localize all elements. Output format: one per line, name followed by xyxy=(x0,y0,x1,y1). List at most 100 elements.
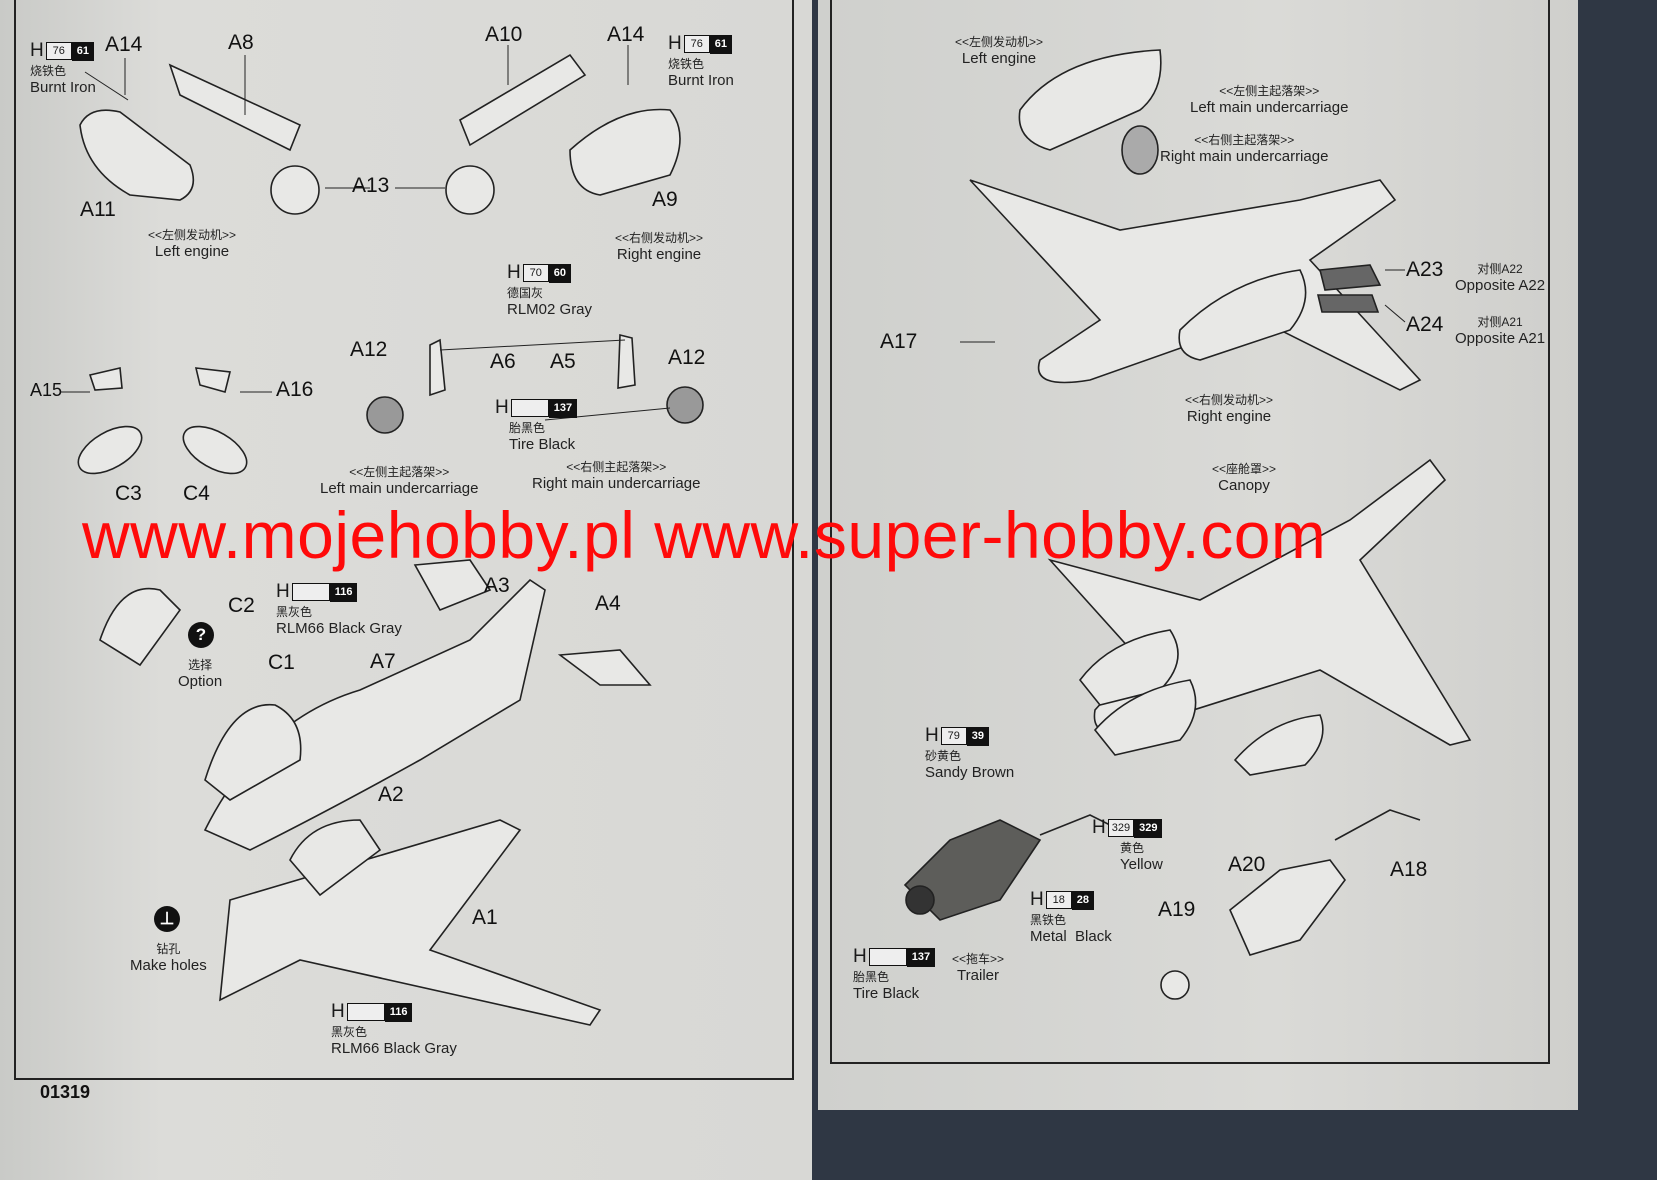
caption-en: Left main undercarriage xyxy=(320,480,479,497)
caption-right-page-right-engine: <<右侧发动机>>Right engine xyxy=(1185,391,1273,425)
lower-engine-1 xyxy=(1078,629,1179,706)
part-label-c2: C2 xyxy=(228,594,255,617)
paint-code-secondary: 116 xyxy=(384,1002,413,1022)
opposite-en: Opposite A22 xyxy=(1455,277,1546,294)
part-label-a7: A7 xyxy=(370,650,396,673)
intake-ring-left xyxy=(270,165,320,215)
trailer-a18 xyxy=(1334,809,1421,841)
caption-cn: <<拖车>> xyxy=(952,952,1005,966)
paint-brand: H xyxy=(507,262,521,283)
paint-name-en: RLM66 Black Gray xyxy=(276,620,402,637)
paint-code-primary xyxy=(510,399,549,417)
part-label-a5: A5 xyxy=(550,350,576,373)
caption-cn: <<左侧主起落架>> xyxy=(349,465,450,479)
caption-cn: <<右侧发动机>> xyxy=(1185,393,1274,407)
part-label-a18: A18 xyxy=(1390,858,1428,881)
paint-code-secondary: 329 xyxy=(1134,818,1163,838)
paint-name-cn: 黑灰色 xyxy=(331,1025,368,1039)
part-label-a4: A4 xyxy=(595,592,621,615)
part-label-a1: A1 xyxy=(472,906,498,929)
caption-cn: <<右侧主起落架>> xyxy=(566,460,667,474)
part-label-a15: A15 xyxy=(30,380,63,400)
left-wheel xyxy=(366,396,404,434)
paint-name-en: Yellow xyxy=(1120,856,1163,873)
hatch-a23 xyxy=(1318,264,1382,291)
part-label-a2: A2 xyxy=(378,783,404,806)
kettenkrad-a19-wheel xyxy=(1160,970,1190,1000)
paint-name-cn: 黑铁色 xyxy=(1030,913,1067,927)
paint-brand: H xyxy=(331,1001,345,1022)
left-page-border xyxy=(14,0,794,1080)
part-label-c4: C4 xyxy=(183,482,210,505)
leader-lines xyxy=(60,45,1406,421)
right-upper-aircraft xyxy=(969,179,1422,391)
paint-brand: H xyxy=(853,946,867,967)
paint-brand: H xyxy=(1092,817,1106,838)
canopy-a2 xyxy=(289,819,382,897)
part-label-c1: C1 xyxy=(268,651,295,674)
part-label-a12: A12 xyxy=(350,338,388,361)
opposite-cn: 对侧A21 xyxy=(1477,315,1523,329)
paint-callout-rlm66-bottom: H 116 黑灰色 RLM66 Black Gray xyxy=(331,1001,457,1057)
option-cn: 选择 xyxy=(188,658,213,672)
paint-brand: H xyxy=(30,40,44,61)
paint-code-primary: 18 xyxy=(1045,891,1072,909)
right-wheel xyxy=(666,386,704,424)
paint-name-en: Metal Black xyxy=(1030,928,1112,945)
caption-en: Canopy xyxy=(1218,477,1270,494)
paint-name-cn: 烧铁色 xyxy=(30,64,67,78)
part-label-a23: A23 xyxy=(1406,258,1444,281)
pylon-a16 xyxy=(194,367,231,393)
caption-en: Right engine xyxy=(616,246,702,263)
paint-brand: H xyxy=(276,581,290,602)
left-strut xyxy=(429,338,446,397)
part-label-a14-right: A14 xyxy=(607,23,645,46)
paint-name-en: Burnt Iron xyxy=(30,79,96,96)
part-label-a3: A3 xyxy=(484,574,510,597)
caption-en: Trailer xyxy=(957,967,999,984)
kettenkrad-painted xyxy=(903,819,1042,921)
left-engine-cover-drawing xyxy=(168,63,302,152)
wing-drawing xyxy=(219,819,602,1026)
paint-code-secondary: 137 xyxy=(906,947,936,967)
paint-name-cn: 黑灰色 xyxy=(276,605,313,619)
part-label-c3: C3 xyxy=(115,482,142,505)
paint-name-en: RLM66 Black Gray xyxy=(331,1040,457,1057)
caption-right-page-left-uc: <<左侧主起落架>>Left main undercarriage xyxy=(1190,82,1348,116)
nose-c2 xyxy=(99,587,182,667)
part-label-a11: A11 xyxy=(80,198,116,221)
paint-code-primary: 76 xyxy=(45,42,72,60)
page-number: 01319 xyxy=(40,1082,91,1102)
right-strut xyxy=(617,333,636,389)
caption-en: Right main undercarriage xyxy=(1160,148,1329,165)
caption-right-page-left-engine: <<左侧发动机>>Left engine xyxy=(955,33,1043,67)
right-engine-cover-drawing xyxy=(459,53,587,147)
intake-ring-right xyxy=(445,165,495,215)
part-label-a14: A14 xyxy=(105,33,143,56)
caption-left-engine: <<左侧发动机>>Left engine xyxy=(148,226,236,260)
caption-cn: <<左侧发动机>> xyxy=(955,35,1044,49)
wheel-upper xyxy=(1121,125,1159,175)
paint-code-secondary: 116 xyxy=(329,582,358,602)
caption-right-engine: <<右侧发动机>>Right engine xyxy=(615,229,703,263)
tank-c3 xyxy=(77,425,143,475)
caption-en: Right engine xyxy=(1186,408,1272,425)
paint-code-secondary: 28 xyxy=(1071,890,1094,910)
part-label-a12-right: A12 xyxy=(668,346,706,369)
paint-name-en: Tire Black xyxy=(509,436,576,453)
caption-left-undercarriage: <<左侧主起落架>>Left main undercarriage xyxy=(320,463,478,497)
paint-code-secondary: 61 xyxy=(71,41,94,61)
option-icon: ? xyxy=(188,622,214,648)
stabilizer-drawing xyxy=(557,649,652,686)
paint-code-primary: 79 xyxy=(940,727,967,745)
paint-name-en: Sandy Brown xyxy=(925,764,1015,781)
